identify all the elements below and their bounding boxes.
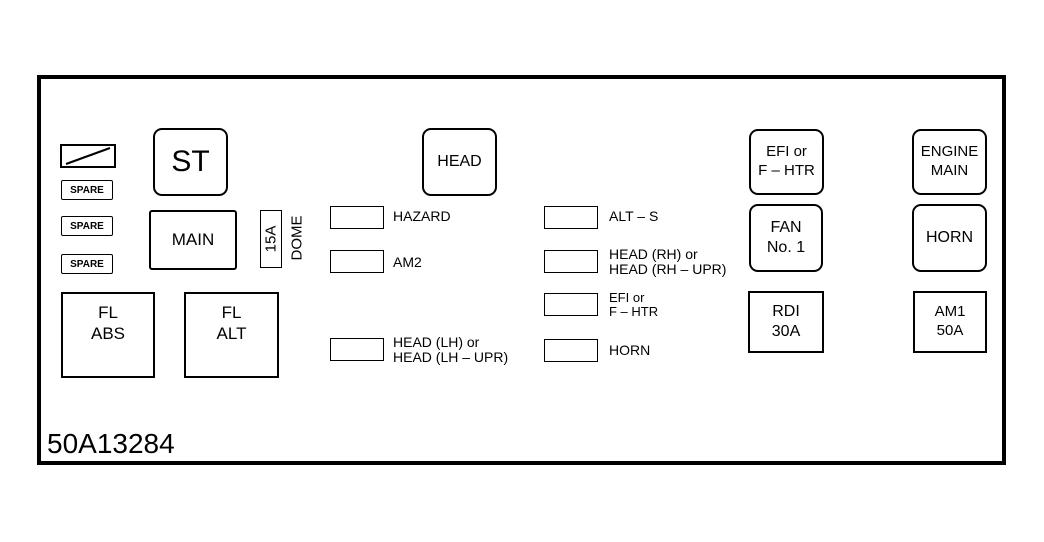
- main-relay-label: MAIN: [171, 230, 215, 249]
- fuse-head-rh-label: HEAD (RH) or HEAD (RH – UPR): [609, 246, 727, 278]
- st-relay-label: ST: [171, 145, 210, 178]
- fuse-head-lh-label: HEAD (LH) or HEAD (LH – UPR): [393, 334, 509, 366]
- am1-50a-label: AM1 50A: [934, 303, 966, 339]
- fuse-alt-s: [544, 206, 598, 229]
- fuse-head-rh: [544, 250, 598, 273]
- rdi-30a-link: RDI 30A: [748, 291, 824, 353]
- fuse-horn-label: HORN: [609, 342, 651, 358]
- st-relay: ST: [153, 128, 228, 196]
- fuse-efi-fhtr-label: EFI or F – HTR: [609, 290, 659, 320]
- am1-50a-link: AM1 50A: [913, 291, 987, 353]
- efi-fhtr-relay-label: EFI or F – HTR: [758, 143, 815, 179]
- fl-abs-label: FL ABS: [90, 303, 126, 344]
- rdi-30a-label: RDI 30A: [771, 303, 801, 340]
- head-relay-label: HEAD: [437, 153, 482, 170]
- engine-main-relay-label: ENGINE MAIN: [920, 143, 979, 179]
- fuse-efi-fhtr: [544, 293, 598, 316]
- spare-fuse-1: SPARE: [61, 180, 113, 200]
- fl-alt-label: FL ALT: [216, 303, 247, 344]
- dome-fuse-rating: 15A: [262, 225, 280, 253]
- engine-main-relay: ENGINE MAIN: [912, 129, 987, 195]
- fuse-alt-s-label: ALT – S: [609, 208, 659, 224]
- fuse-am2-label: AM2: [393, 254, 422, 270]
- efi-fhtr-relay: EFI or F – HTR: [749, 129, 824, 195]
- fuse-hazard: [330, 206, 384, 229]
- head-relay: HEAD: [422, 128, 497, 196]
- dome-fuse: 15A: [260, 210, 282, 268]
- horn-relay: HORN: [912, 204, 987, 272]
- fuse-horn: [544, 339, 598, 362]
- horn-relay-label: HORN: [925, 229, 974, 246]
- spare-fuse-3: SPARE: [61, 254, 113, 274]
- fan-no1-relay: FAN No. 1: [749, 204, 823, 272]
- fl-abs-link: FL ABS: [61, 292, 155, 378]
- dome-fuse-label: DOME: [288, 215, 306, 261]
- fuse-head-lh: [330, 338, 384, 361]
- fuse-hazard-label: HAZARD: [393, 208, 451, 224]
- diagram-id: 50A13284: [47, 428, 175, 459]
- fuse-am2: [330, 250, 384, 273]
- main-relay: MAIN: [149, 210, 237, 270]
- spare-fuse-2: SPARE: [61, 216, 113, 236]
- fl-alt-link: FL ALT: [184, 292, 279, 378]
- fan-no1-relay-label: FAN No. 1: [766, 219, 806, 256]
- fuse-puller-icon: [60, 144, 116, 168]
